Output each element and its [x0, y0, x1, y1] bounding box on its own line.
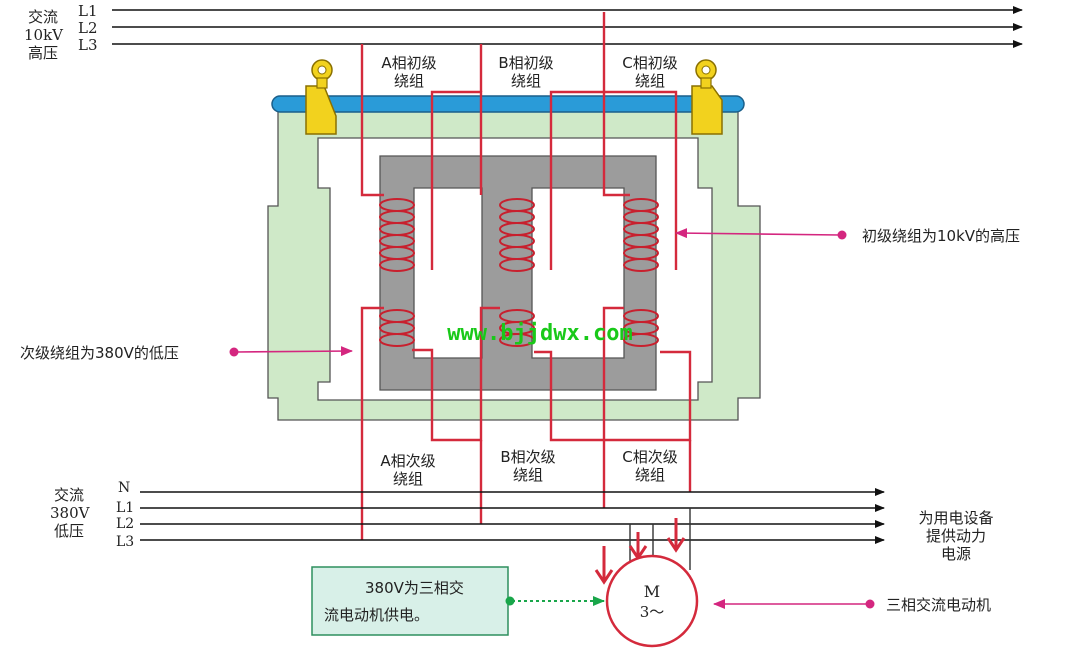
- supply-note-box: [311, 566, 509, 636]
- top-bus-label-l1: L1: [78, 2, 98, 20]
- equipment-note-2: 提供动力: [926, 527, 986, 545]
- primary-winding-c-label-1: C相初级: [622, 54, 677, 72]
- secondary-winding-c-label-2: 绕组: [635, 466, 665, 484]
- right-lifting-clamp: [691, 59, 723, 135]
- secondary-winding-a-label-2: 绕组: [393, 470, 423, 488]
- secondary-winding-b-label-1: B相次级: [500, 448, 555, 466]
- top-bus-label-l3: L3: [78, 36, 98, 54]
- primary-winding-b-label-1: B相初级: [498, 54, 553, 72]
- top-bus-title-2: 10kV: [24, 26, 64, 44]
- bottom-bus-label-l1: L1: [116, 500, 134, 516]
- bottom-bus-label-n: N: [118, 480, 130, 496]
- watermark: www.bjjdwx.com: [447, 321, 632, 346]
- coil-b-primary: [499, 198, 535, 272]
- secondary-note-pointer: [229, 346, 353, 357]
- equipment-note-3: 电源: [941, 545, 971, 563]
- coil-b-secondary: [499, 309, 535, 347]
- primary-winding-a-label-2: 绕组: [394, 72, 424, 90]
- left-lifting-clamp: [305, 59, 337, 135]
- bottom-bus-label-l2: L2: [116, 516, 134, 532]
- bottom-bus-label-l3: L3: [116, 534, 134, 550]
- secondary-winding-a-label-1: A相次级: [380, 452, 435, 470]
- supply-note-pointer: [505, 596, 605, 606]
- top-bus-label-l2: L2: [78, 19, 98, 37]
- top-bus-title-3: 高压: [28, 44, 58, 62]
- primary-note: 初级绕组为10kV的高压: [862, 227, 1020, 245]
- bottom-bus-title-2: 380V: [50, 504, 91, 522]
- motor-note: 三相交流电动机: [886, 596, 991, 614]
- supply-note-line-1: 380V为三相交: [365, 579, 464, 597]
- bottom-bus-title-3: 低压: [54, 522, 84, 540]
- transformer-frame: [267, 109, 761, 421]
- coil-a-secondary: [379, 309, 415, 347]
- secondary-winding-c-label-1: C相次级: [622, 448, 677, 466]
- secondary-winding-b-label-2: 绕组: [513, 466, 543, 484]
- primary-wiring: [360, 12, 678, 270]
- top-mounting-bar: [271, 95, 745, 113]
- bottom-bus: [140, 488, 885, 544]
- equipment-note-1: 为用电设备: [918, 509, 993, 527]
- iron-core: [379, 155, 657, 391]
- bottom-bus-title-1: 交流: [54, 486, 84, 504]
- primary-winding-a-label-1: A相初级: [381, 54, 436, 72]
- supply-note-line-2: 流电动机供电。: [324, 606, 429, 624]
- coil-a-primary: [379, 198, 415, 272]
- motor-feed-wires: [629, 508, 691, 570]
- primary-winding-c-label-2: 绕组: [635, 72, 665, 90]
- secondary-note: 次级绕组为380V的低压: [20, 344, 179, 362]
- top-bus: [112, 6, 1023, 48]
- primary-note-pointer: [675, 228, 847, 240]
- motor-phase: 3～: [640, 603, 665, 621]
- motor-label: M: [644, 582, 660, 601]
- motor-note-pointer: [713, 599, 875, 609]
- primary-winding-b-label-2: 绕组: [511, 72, 541, 90]
- secondary-wiring: [360, 306, 692, 540]
- coil-c-secondary: [623, 309, 659, 347]
- coil-c-primary: [623, 198, 659, 272]
- top-bus-title-1: 交流: [28, 8, 58, 26]
- motor: [605, 554, 699, 648]
